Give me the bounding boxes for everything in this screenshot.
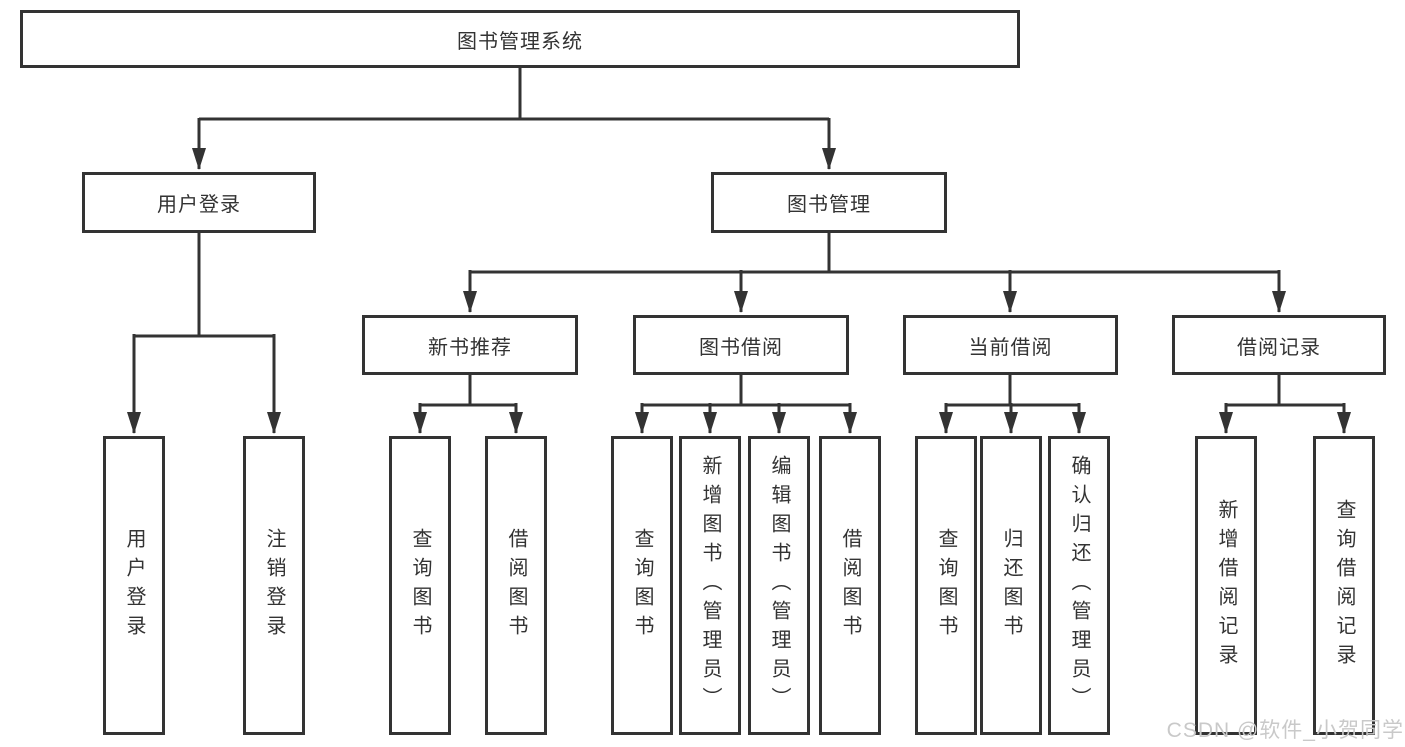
connector-l3a-trunk — [420, 375, 516, 407]
node-new-book-recommend: 新书推荐 — [362, 315, 578, 375]
leaf-add-borrow-record: 新增借阅记录 — [1195, 436, 1257, 735]
leaf-label: 注销登录 — [263, 527, 285, 644]
node-book-management: 图书管理 — [711, 172, 947, 233]
node-label: 新书推荐 — [428, 336, 512, 359]
leaf-label: 确认归还（管理员） — [1068, 455, 1090, 716]
leaf-edit-book-admin: 编辑图书（管理员） — [748, 436, 810, 735]
node-borrow-records: 借阅记录 — [1172, 315, 1386, 375]
leaf-label: 借阅图书 — [839, 527, 861, 644]
leaf-user-login: 用户登录 — [103, 436, 165, 735]
connector-l3b-trunk — [642, 375, 850, 407]
node-library-system: 图书管理系统 — [20, 10, 1020, 68]
node-label: 图书管理 — [787, 194, 871, 216]
node-user-login: 用户登录 — [82, 172, 316, 233]
leaf-logout: 注销登录 — [243, 436, 305, 735]
leaf-label: 借阅图书 — [505, 527, 527, 644]
leaf-query-books-recommend: 查询图书 — [389, 436, 451, 735]
leaf-query-books-borrow: 查询图书 — [611, 436, 673, 735]
leaf-label: 查询图书 — [409, 527, 431, 644]
leaf-label: 查询图书 — [631, 527, 653, 644]
node-label: 借阅记录 — [1237, 336, 1321, 359]
leaf-label: 编辑图书（管理员） — [768, 455, 790, 716]
leaf-label: 归还图书 — [1000, 527, 1022, 644]
leaf-label: 新增借阅记录 — [1215, 498, 1237, 673]
leaf-add-book-admin: 新增图书（管理员） — [679, 436, 741, 735]
node-label: 当前借阅 — [968, 336, 1053, 359]
leaf-query-books-current: 查询图书 — [915, 436, 977, 735]
leaf-label: 新增图书（管理员） — [699, 455, 721, 716]
node-current-borrow: 当前借阅 — [903, 315, 1118, 375]
leaf-label: 查询借阅记录 — [1333, 498, 1355, 673]
leaf-borrow-books: 借阅图书 — [819, 436, 881, 735]
leaf-borrow-books-recommend: 借阅图书 — [485, 436, 547, 735]
node-label: 图书借阅 — [699, 336, 783, 359]
node-book-borrow: 图书借阅 — [633, 315, 849, 375]
connector-l3c-trunk — [946, 375, 1079, 407]
leaf-label: 查询图书 — [935, 527, 957, 644]
leaf-query-borrow-record: 查询借阅记录 — [1313, 436, 1375, 735]
leaf-confirm-return-admin: 确认归还（管理员） — [1048, 436, 1110, 735]
connector-login-trunk — [134, 233, 274, 338]
leaf-return-book: 归还图书 — [980, 436, 1042, 735]
node-label: 用户登录 — [157, 194, 241, 216]
node-label: 图书管理系统 — [457, 30, 583, 53]
connector-root-trunk — [199, 67, 829, 121]
connector-l3d-trunk — [1226, 375, 1344, 407]
connector-mgmt-trunk — [470, 233, 1279, 274]
leaf-label: 用户登录 — [123, 527, 145, 644]
